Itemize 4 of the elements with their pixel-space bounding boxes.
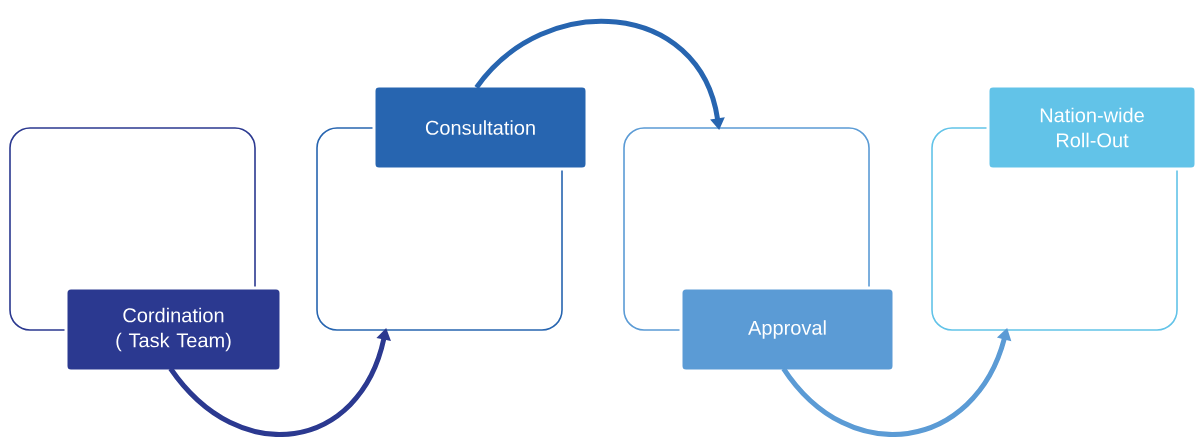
step-label-box: Approval	[679, 286, 896, 373]
step-label-box: Consultation	[372, 84, 589, 171]
step-label-box: Nation-wide Roll-Out	[986, 84, 1197, 171]
step-label-box: Cordination ( Task Team)	[64, 286, 283, 373]
